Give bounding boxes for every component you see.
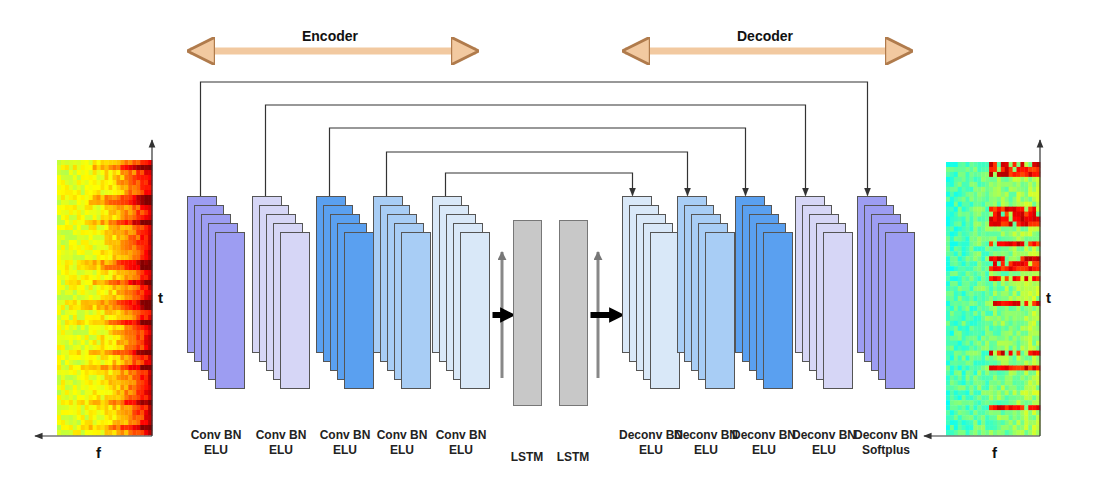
layer-stack-block: Conv BN ELU bbox=[367, 196, 437, 476]
layer-stack-block: Deconv BN ELU bbox=[671, 196, 741, 476]
layer-caption: Conv BN ELU bbox=[181, 428, 251, 458]
axis bbox=[151, 140, 152, 436]
skip-connection bbox=[446, 173, 633, 197]
layer-caption: Conv BN ELU bbox=[426, 428, 496, 458]
skip-connection bbox=[266, 105, 806, 197]
layer-caption: Deconv BN ELU bbox=[671, 428, 741, 458]
feature-maps bbox=[622, 196, 686, 396]
lstm-block: LSTM bbox=[553, 196, 623, 476]
layer-stack-block: Conv BN ELU bbox=[181, 196, 251, 476]
layer-caption: LSTM bbox=[492, 450, 562, 465]
spectrogram bbox=[946, 162, 1040, 435]
layer-stack-block: Conv BN ELU bbox=[426, 196, 496, 476]
layer-caption: LSTM bbox=[538, 450, 608, 465]
section-label: Decoder bbox=[737, 28, 793, 44]
layer-caption: Deconv BN ELU bbox=[789, 428, 859, 458]
layer-caption: Deconv BN ELU bbox=[729, 428, 799, 458]
axis bbox=[35, 435, 152, 436]
layer-caption: Conv BN ELU bbox=[246, 428, 316, 458]
axis-label: f bbox=[992, 444, 997, 461]
skip-connection bbox=[330, 128, 746, 197]
layer-caption: Deconv BN Softplus bbox=[851, 428, 921, 458]
feature-maps bbox=[252, 196, 316, 396]
layer-stack-block: Conv BN ELU bbox=[246, 196, 316, 476]
feature-maps bbox=[677, 196, 741, 396]
feature-maps bbox=[187, 196, 251, 396]
feature-maps bbox=[735, 196, 799, 396]
feature-maps bbox=[857, 196, 921, 396]
layer-stack-block: Deconv BN ELU bbox=[729, 196, 799, 476]
layer-stack-block: Deconv BN ELU bbox=[789, 196, 859, 476]
axis-label: t bbox=[158, 289, 163, 306]
feature-maps bbox=[795, 196, 859, 396]
axis bbox=[924, 435, 1040, 436]
feature-maps bbox=[316, 196, 380, 396]
layer-caption: Conv BN ELU bbox=[310, 428, 380, 458]
spectrogram bbox=[57, 160, 152, 435]
layer-caption: Conv BN ELU bbox=[367, 428, 437, 458]
skip-connection bbox=[387, 152, 688, 197]
skip-connection bbox=[201, 82, 868, 197]
flow-arrow bbox=[591, 312, 619, 318]
section-label: Encoder bbox=[302, 28, 358, 44]
lstm-layer bbox=[559, 196, 623, 408]
span-arrow bbox=[190, 48, 476, 55]
feature-maps bbox=[373, 196, 437, 396]
layer-stack-block: Deconv BN Softplus bbox=[851, 196, 921, 476]
feature-maps bbox=[432, 196, 496, 396]
axis-label: t bbox=[1046, 289, 1051, 306]
layer-stack-block: Conv BN ELU bbox=[310, 196, 380, 476]
flow-arrow bbox=[493, 312, 510, 318]
axis-label: f bbox=[96, 444, 101, 461]
axis bbox=[1039, 140, 1040, 436]
span-arrow bbox=[625, 48, 910, 55]
